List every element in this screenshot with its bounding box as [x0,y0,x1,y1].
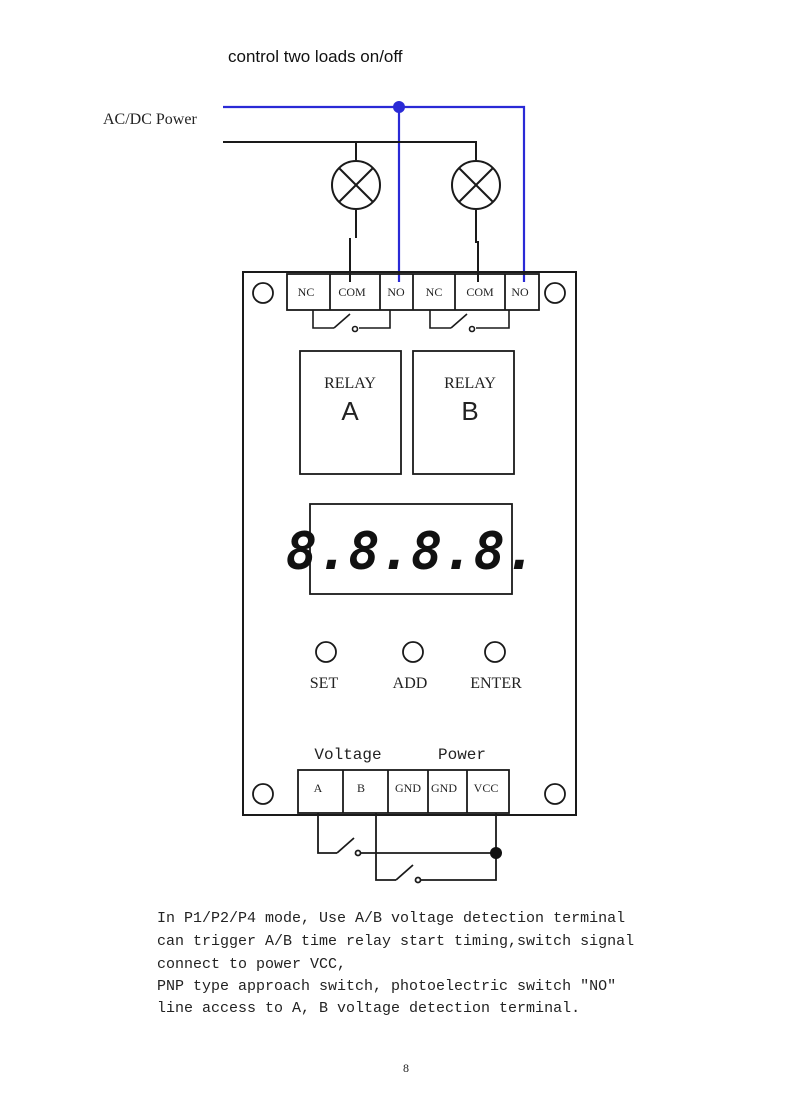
blue-power-wire [223,105,526,282]
note-line: In P1/P2/P4 mode, Use A/B voltage detect… [157,910,625,927]
relay-b-contact-symbol [429,310,510,333]
note-line: connect to power VCC, [157,956,346,973]
note-line: can trigger A/B time relay start timing,… [157,933,634,950]
display-readout: 8.8.8.8. [286,522,536,582]
relay-a-contact-symbol [312,310,391,333]
add-button[interactable] [402,641,424,663]
mounting-hole [544,282,566,304]
terminal-label: NO [387,285,405,299]
terminal-label: A [314,781,323,795]
terminal-label: GND [395,781,421,795]
lamp-icon [451,160,501,210]
voltage-label: Voltage [314,746,381,764]
terminal-label: NC [298,285,315,299]
switch-a-wiring [317,813,496,857]
bottom-terminal-block [297,769,510,814]
mounting-hole [252,282,274,304]
blue-junction-dot [393,101,405,113]
terminal-label: NC [426,285,443,299]
set-label: SET [310,675,339,692]
add-label: ADD [393,675,428,692]
terminal-label: COM [338,285,366,299]
relay-b-label: RELAY [444,375,496,392]
power-group-label: Power [438,746,486,764]
vcc-junction-dot [490,847,502,859]
mounting-hole [252,783,274,805]
top-terminal-block [286,273,540,311]
terminal-label: COM [466,285,494,299]
black-power-wire [223,141,479,282]
page-number: 8 [403,1061,409,1075]
switch-b-wiring [375,813,497,884]
diagram-title: control two loads on/off [228,47,403,66]
relay-a-box [299,350,402,475]
relay-a-letter: A [341,396,359,426]
terminal-label: NO [511,285,529,299]
terminal-label: GND [431,781,457,795]
enter-button[interactable] [484,641,506,663]
terminal-label: VCC [474,781,499,795]
note-line: PNP type approach switch, photoelectric … [157,978,616,995]
relay-a-label: RELAY [324,375,376,392]
power-label: AC/DC Power [103,111,197,128]
mounting-hole [544,783,566,805]
note-line: line access to A, B voltage detection te… [157,1000,580,1017]
lamp-icon [331,160,381,210]
terminal-label: B [357,781,365,795]
relay-b-box [412,350,515,475]
enter-label: ENTER [470,675,522,692]
seven-segment-display [309,503,513,595]
relay-b-letter: B [461,396,478,426]
set-button[interactable] [315,641,337,663]
controller-board [242,271,577,816]
